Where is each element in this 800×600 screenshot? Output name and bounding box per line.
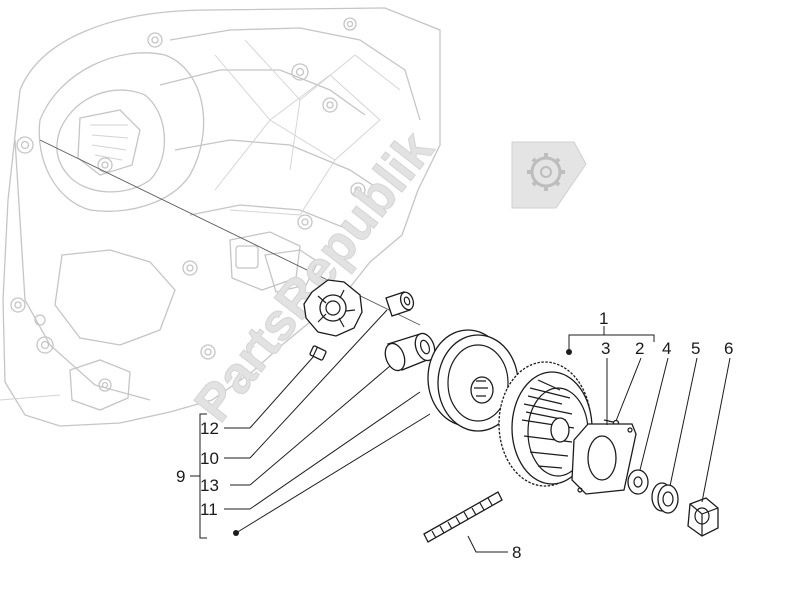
callout-5: 5: [691, 339, 700, 358]
part-4-gasket: [571, 423, 637, 495]
callout-6: 6: [724, 339, 733, 358]
watermark-text: PartsRepublik: [184, 121, 445, 432]
callout-13: 13: [200, 476, 219, 495]
part-5-washer: [627, 469, 649, 495]
part-13-spacer: [384, 332, 436, 372]
callout-1: 1: [599, 309, 608, 328]
part-10-bush: [385, 291, 415, 317]
part-12-ramp-plate: [303, 279, 363, 337]
callout-labels: 1 3 2 4 5 6 9 12 10 13 11 8: [176, 309, 733, 562]
gear-icon: [511, 141, 587, 209]
callout-10: 10: [200, 449, 219, 468]
callout-8: 8: [512, 543, 521, 562]
callout-2: 2: [635, 339, 644, 358]
leader-lines: [190, 309, 731, 553]
callout-4: 4: [662, 339, 671, 358]
part-11-fixed-pulley: [427, 329, 519, 432]
part-6-nut: [687, 497, 719, 537]
part-5-spacer-ring: [651, 482, 679, 514]
callout-dot: [566, 349, 572, 355]
callout-9: 9: [176, 467, 185, 486]
callout-3: 3: [601, 339, 610, 358]
part-8-belt: [423, 491, 503, 543]
part-3-fan-pulley: [498, 361, 593, 487]
callout-12: 12: [200, 419, 219, 438]
crankcase-outline: [0, 7, 441, 427]
callout-11: 11: [200, 500, 218, 519]
